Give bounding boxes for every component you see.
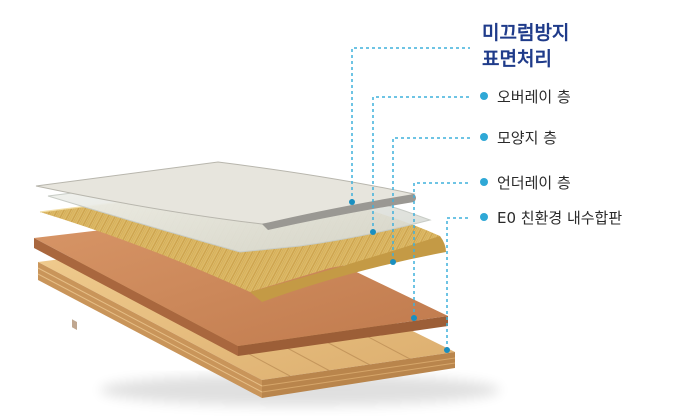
layer-label-underlay: 언더레이 층 bbox=[480, 172, 571, 193]
bullet-dot-icon bbox=[480, 91, 488, 100]
leader-underlay bbox=[413, 182, 470, 318]
diagram-title: 미끄럼방지 표면처리 bbox=[482, 20, 569, 72]
layer-label-plywood: E0 친환경 내수합판 bbox=[480, 207, 622, 228]
layer-label-overlay: 오버레이 층 bbox=[480, 86, 571, 107]
leader-lines bbox=[351, 47, 470, 350]
bullet-dot-icon bbox=[480, 212, 488, 221]
antislip-surface-layer bbox=[35, 161, 416, 230]
leader-plywood bbox=[446, 217, 470, 350]
bullet-dot-icon bbox=[480, 177, 488, 186]
title-line-1: 미끄럼방지 bbox=[482, 22, 570, 44]
layer-label-pattern: 모양지 층 bbox=[480, 127, 557, 148]
leader-antislip bbox=[351, 47, 470, 202]
leader-endpoints bbox=[349, 199, 450, 353]
bullet-dot-icon bbox=[480, 132, 488, 141]
leader-overlay bbox=[372, 96, 470, 232]
title-line-2: 표면처리 bbox=[482, 48, 552, 70]
leader-pattern bbox=[392, 137, 470, 262]
